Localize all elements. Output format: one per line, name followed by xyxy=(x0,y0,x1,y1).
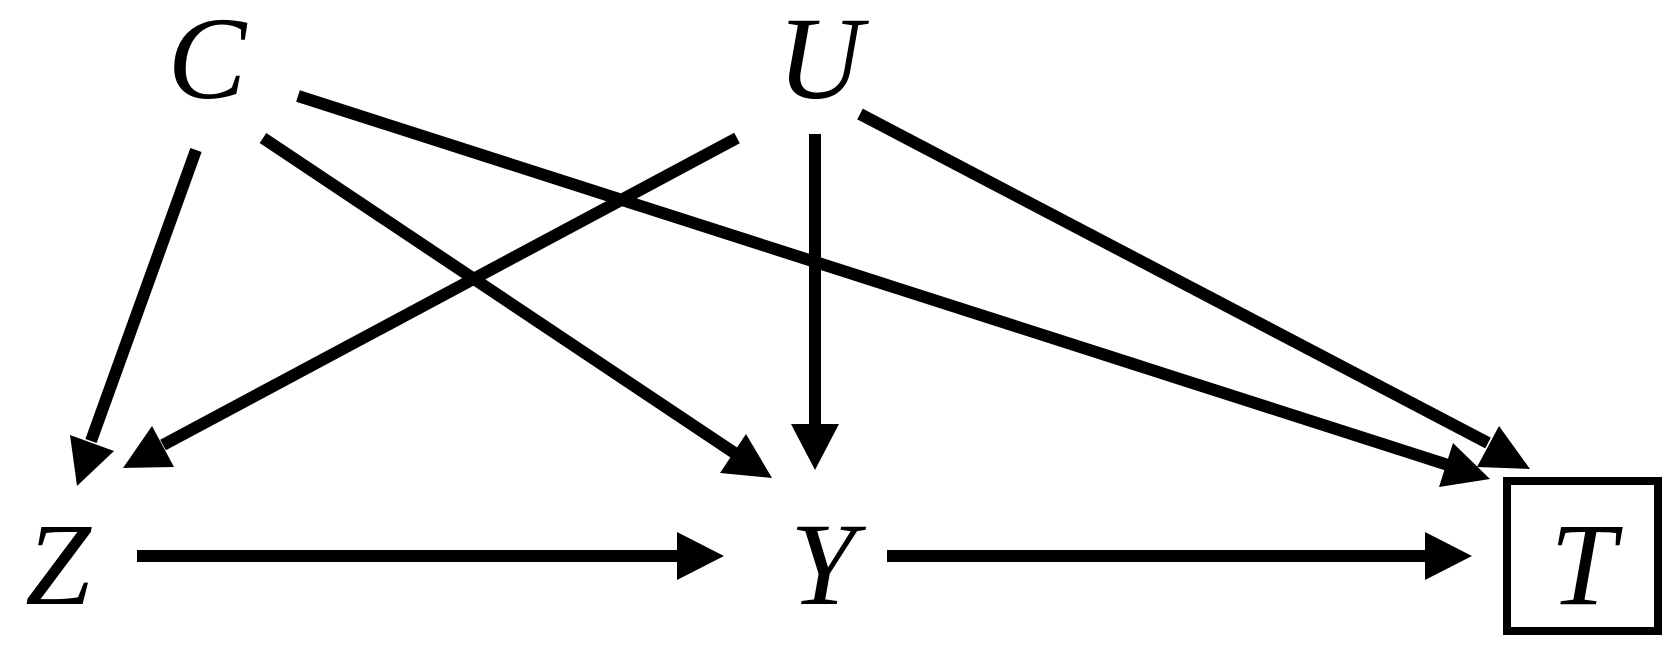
node-label-U: U xyxy=(777,0,869,124)
edge-Z-Y xyxy=(137,532,724,580)
node-U: U xyxy=(777,0,869,124)
node-T: T xyxy=(1503,477,1662,635)
edges xyxy=(70,90,1530,580)
edge-U-Z xyxy=(123,132,740,468)
edge-C-T xyxy=(296,90,1490,487)
node-box-T xyxy=(1503,477,1662,635)
edge-Y-T xyxy=(887,532,1472,580)
edge-U-T xyxy=(857,108,1530,469)
node-label-Y: Y xyxy=(790,499,867,630)
edge-C-Z xyxy=(70,147,202,486)
node-label-C: C xyxy=(168,0,248,124)
node-Z: Z xyxy=(25,499,92,630)
nodes: C U Z Y T xyxy=(25,0,1662,635)
node-label-T: T xyxy=(1550,499,1623,630)
node-Y: Y xyxy=(790,499,867,630)
node-label-Z: Z xyxy=(25,499,92,630)
edge-U-Y xyxy=(791,134,839,470)
edge-C-Y xyxy=(259,133,772,478)
node-C: C xyxy=(168,0,248,124)
